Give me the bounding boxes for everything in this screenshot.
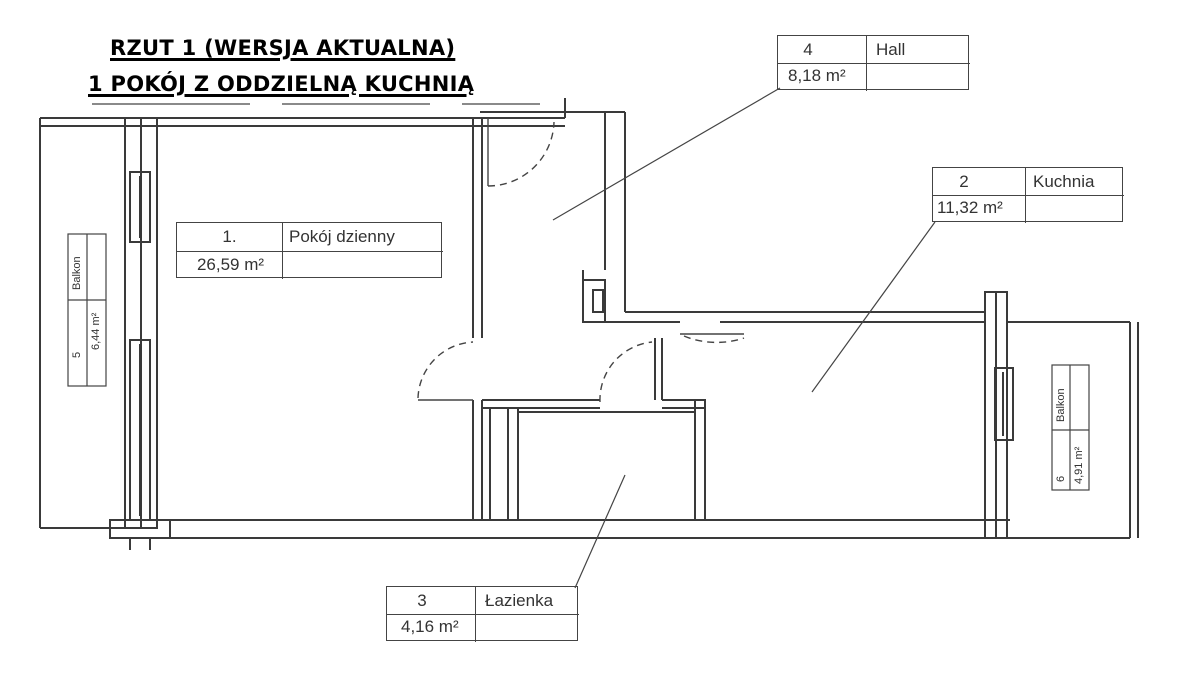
room-label-bathroom: 3 Łazienka 4,16 m²	[386, 586, 579, 642]
room-name: Pokój dzienny	[289, 227, 395, 246]
door-bathroom-swing	[599, 341, 653, 403]
room-area: 4,16 m²	[401, 617, 459, 636]
leader-bathroom	[574, 474, 626, 589]
leader-kitchen	[811, 221, 936, 393]
room-number: 4	[803, 40, 813, 59]
window-right	[994, 367, 1014, 441]
balcony-6-area: 4,91 m²	[1073, 446, 1085, 484]
wall-bathroom-mid	[507, 407, 519, 521]
leader-hall	[552, 87, 781, 221]
room-name: Hall	[876, 40, 906, 59]
plan-subtitle: 1 POKÓJ Z ODDZIELNĄ KUCHNIĄ	[88, 72, 475, 96]
room-label-hall: 4 Hall 8,18 m²	[777, 35, 970, 91]
balcony-6-number: 6	[1055, 475, 1067, 482]
wall-bathroom-kitchen	[694, 399, 706, 521]
room-label-living: 1. Pokój dzienny 26,59 m²	[176, 222, 443, 279]
balcony-5-name: Balkon	[71, 256, 83, 290]
balcony-6-label-box	[1051, 364, 1090, 491]
balcony-5-number: 5	[71, 351, 83, 358]
room-name: Łazienka	[485, 591, 554, 610]
plan-title: RZUT 1 (WERSJA AKTUALNA)	[110, 36, 456, 60]
room-number: 2	[959, 172, 969, 191]
room-number: 3	[417, 591, 427, 610]
room-area: 11,32 m²	[937, 198, 1003, 217]
room-number: 1.	[222, 227, 237, 246]
balcony-6-name: Balkon	[1055, 388, 1067, 422]
window-left-top	[129, 171, 151, 243]
room-label-kitchen: 2 Kuchnia 11,32 m²	[932, 167, 1124, 223]
room-name: Kuchnia	[1033, 172, 1095, 191]
door-entrance-swing	[487, 121, 555, 187]
balcony-5-area: 6,44 m²	[90, 312, 102, 350]
room-area: 8,18 m²	[788, 66, 846, 85]
room-area: 26,59 m²	[196, 255, 265, 274]
balcony-5-label-box	[67, 233, 107, 387]
